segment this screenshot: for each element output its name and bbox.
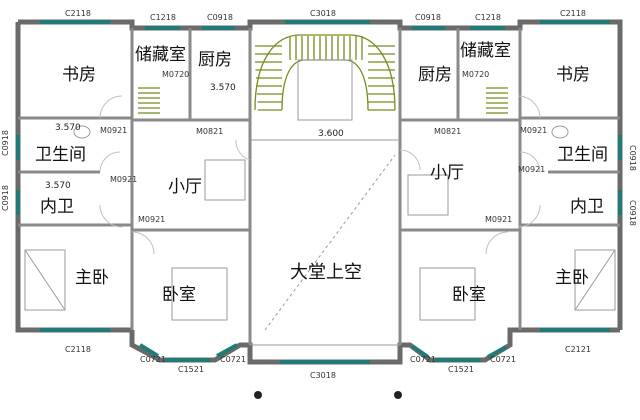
door-study-left <box>99 95 123 119</box>
dimension: 3.570 <box>45 181 71 191</box>
room-ensuite-right: 内卫 <box>570 197 604 217</box>
door-bedroom-left <box>131 231 155 255</box>
code-window: C2118 <box>560 9 586 18</box>
main-staircase <box>254 34 396 121</box>
fixture-bath-right <box>551 125 569 139</box>
code-door: M0921 <box>520 126 547 135</box>
code-window: C3018 <box>310 9 336 18</box>
interior-walls <box>18 28 620 346</box>
code-window: C0721 <box>140 355 166 364</box>
door-bath-right <box>519 151 541 173</box>
window-bottom-right-bay-1 <box>410 344 430 359</box>
fixture-bath-left <box>73 125 91 139</box>
room-kitchen-right: 厨房 <box>418 65 452 85</box>
code-door: M0921 <box>138 215 165 224</box>
code-window: C1521 <box>448 365 474 374</box>
bed-master-left-cover <box>24 249 66 311</box>
exterior-walls <box>15 19 623 365</box>
code-window: C0918 <box>628 200 637 226</box>
code-window: C2118 <box>65 345 91 354</box>
room-study-left: 书房 <box>62 65 96 85</box>
room-master-right: 主卧 <box>555 268 589 288</box>
code-window: C1218 <box>150 13 176 22</box>
wall-bottom <box>129 327 620 365</box>
furniture <box>24 125 616 321</box>
dimension: 3.570 <box>55 123 81 133</box>
windows <box>16 20 622 364</box>
code-window: C0721 <box>220 355 246 364</box>
door-lounge-right <box>399 149 421 171</box>
bed-master-right <box>574 249 616 311</box>
room-storage-left: 储藏室 <box>135 45 186 65</box>
code-window: C1521 <box>178 365 204 374</box>
room-labels: 书房 储藏室 厨房 卫生间 内卫 小厅 主卧 卧室 大堂上空 厨房 储藏室 书房… <box>35 41 608 305</box>
bed-bedroom-left <box>171 267 228 321</box>
code-window: C3018 <box>310 371 336 380</box>
window-bottom-left-bay-1 <box>138 343 160 358</box>
code-window: C1218 <box>475 13 501 22</box>
code-window: C2121 <box>565 345 591 354</box>
stair-treads <box>255 36 395 111</box>
code-door: M0921 <box>100 126 127 135</box>
door-lounge-left <box>235 139 251 161</box>
secondary-stairs <box>138 87 508 114</box>
bed-master-right-cover <box>574 249 616 311</box>
stair-well <box>297 59 353 121</box>
bed-bedroom-right <box>419 267 476 321</box>
code-window: C0918 <box>1 130 10 156</box>
void-diagonal <box>264 154 396 331</box>
sofa-lounge-left <box>204 159 246 201</box>
door-bath-left <box>99 151 121 173</box>
dimension: 3.570 <box>210 83 236 93</box>
bed-master-left <box>24 249 66 311</box>
code-window: C0918 <box>207 13 233 22</box>
room-lounge-left: 小厅 <box>168 177 202 197</box>
room-storage-right: 储藏室 <box>460 41 511 61</box>
code-window: C0918 <box>415 13 441 22</box>
room-master-left: 主卧 <box>75 268 109 288</box>
room-bath-right: 卫生间 <box>557 145 608 165</box>
stair-left <box>138 87 160 114</box>
door-study-right <box>517 95 541 119</box>
stair-right <box>486 87 508 114</box>
sofa-lounge-right <box>407 174 449 216</box>
code-window: C0918 <box>1 185 10 211</box>
room-kitchen-left: 厨房 <box>198 50 232 70</box>
code-door: M0821 <box>196 127 223 136</box>
code-window: C0721 <box>490 355 516 364</box>
room-bedroom-right: 卧室 <box>452 285 486 305</box>
code-window: C0918 <box>628 145 637 171</box>
code-door: M0720 <box>162 70 189 79</box>
doors <box>99 95 541 255</box>
section-mark <box>394 391 402 399</box>
code-door: M0821 <box>434 127 461 136</box>
code-window: C2118 <box>65 9 91 18</box>
code-door: M0921 <box>110 175 137 184</box>
code-door: M0921 <box>485 215 512 224</box>
stair-inner-rail <box>281 59 369 111</box>
room-study-right: 书房 <box>556 65 590 85</box>
section-mark <box>254 391 262 399</box>
window-bottom-left-bay-2 <box>216 343 238 358</box>
door-ensuite-right <box>517 204 541 228</box>
room-bath-left: 卫生间 <box>35 145 86 165</box>
code-door: M0720 <box>462 70 489 79</box>
opening-codes: C2118 C1218 C0918 C3018 C0918 C1218 C211… <box>1 9 637 380</box>
door-ensuite-left <box>99 204 123 228</box>
window-bottom-right-bay-2 <box>487 345 507 359</box>
door-bedroom-right <box>485 231 509 255</box>
code-window: C0721 <box>410 355 436 364</box>
code-door: M0921 <box>518 165 545 174</box>
room-bedroom-left: 卧室 <box>162 285 196 305</box>
room-lounge-right: 小厅 <box>430 163 464 183</box>
room-ensuite-left: 内卫 <box>40 197 74 217</box>
dimension: 3.600 <box>318 129 344 139</box>
dimension-labels: 3.570 3.570 3.570 3.600 <box>45 83 344 191</box>
room-lobby-void: 大堂上空 <box>290 262 362 283</box>
